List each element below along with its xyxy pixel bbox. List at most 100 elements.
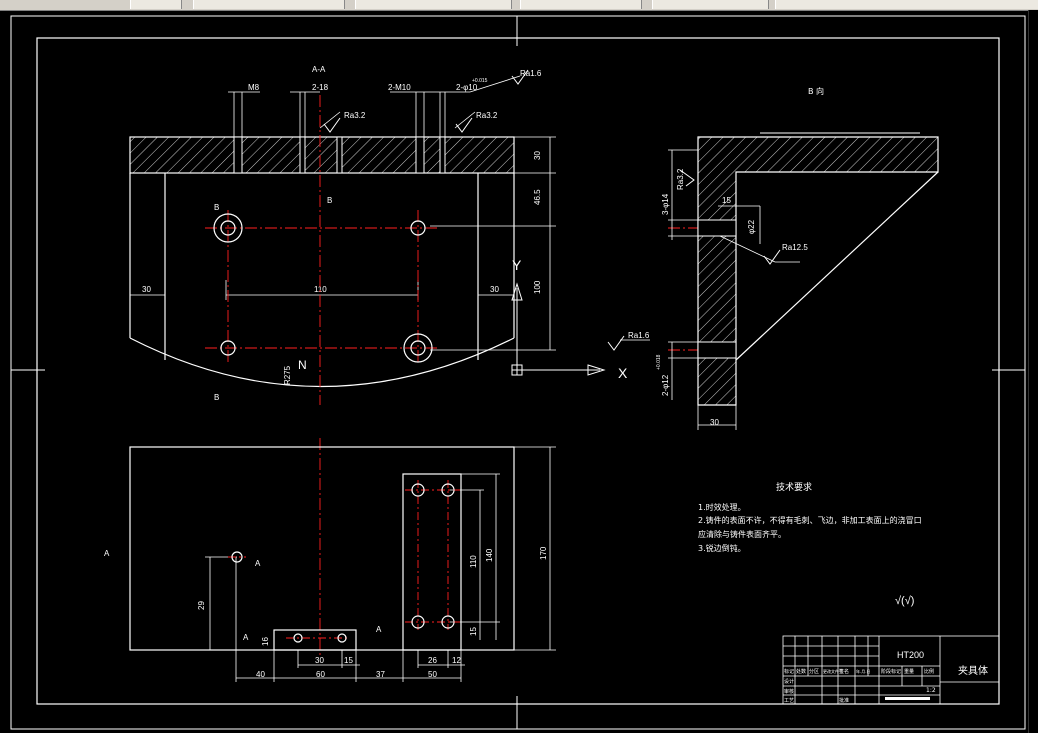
general-roughness: √(√) [895,595,914,607]
top-plate-section [129,136,515,174]
y-axis-label: Y [512,257,522,273]
dim-tolerance: +0.015 [472,78,488,84]
center-lines [205,95,735,655]
title-craft: 工艺 [784,698,794,704]
toolbar-tab[interactable] [193,0,345,9]
tech-req-line-4: 3.锐边倒钝。 [698,543,746,553]
title-check: 审核 [784,688,794,695]
b-label-top: B [214,203,219,212]
side-dim-tolerance: +0.018 [656,354,662,370]
side-hole-2 [697,341,737,359]
front-body-outline [129,173,515,387]
a-label-left: A [104,549,110,558]
toolbar-tab[interactable] [520,0,642,9]
view-b-label: B 向 [808,86,824,96]
dim-b40: 40 [256,670,265,679]
title-scale: 1:2 [926,687,936,694]
dim-b37: 37 [376,670,385,679]
dim-r110: 110 [469,555,478,568]
dim-c30: 30 [315,656,324,665]
roughness-symbol [763,249,781,265]
dim-2-m10: 2-M10 [388,83,411,92]
dim-r170: 170 [539,546,548,560]
tech-req-line-3: 应清除与铸件表面齐平。 [698,529,786,539]
title-row-date: 年.月.日 [856,668,871,674]
title-block-grid [782,635,1000,705]
ucs-icon [511,282,606,376]
dim-r26: 26 [428,656,437,665]
roughness-ra3-2b: Ra3.2 [476,111,498,120]
tech-req-title: 技术要求 [776,481,812,493]
side-ra3-2: Ra3.2 [676,168,685,190]
side-hole-1 [697,219,737,237]
toolbar-tab[interactable] [130,0,182,9]
roughness-symbol [679,169,695,187]
dim-m8: M8 [248,83,260,92]
plan-center-lines [228,480,460,639]
title-scale-label: 比例 [924,668,934,675]
roughness-symbol [323,117,341,133]
dim-hole-span: 110 [314,285,327,294]
a-label-bottom1: A [243,633,249,642]
dim-r12: 12 [452,656,461,665]
dim-h100: 100 [533,280,542,294]
title-row-mark: 标记 [784,668,794,675]
title-approve: 批准 [839,697,849,704]
vertical-scrollbar[interactable] [1028,10,1038,733]
b-label-center: B [327,196,332,205]
side-rib [735,171,939,361]
title-row-change: 更改文件号 [823,668,843,674]
a-label-point: A [255,559,261,568]
tech-req-line-1: 1.时效处理。 [698,502,746,512]
dim-left30: 30 [142,285,151,294]
plate-hole-cuts [233,136,446,174]
title-material: HT200 [897,650,924,660]
side-dim-phi22: φ22 [747,219,756,234]
side-view-section [697,136,939,406]
outer-frame [10,15,1026,730]
dim-2-18: 2-18 [312,83,329,92]
dim-r140: 140 [485,548,494,562]
side-dim-15: 15 [722,196,731,205]
application-toolbar [0,0,1038,11]
dim-b60: 60 [316,670,325,679]
title-row-count: 处数 [796,668,806,675]
b-label-bottom: B [214,393,219,402]
tech-req-line-2: 2.铸件的表面不许，不得有毛刺、飞边，非加工表面上的浇冒口 [698,515,922,525]
toolbar-tab[interactable] [775,0,1038,9]
dim-v16: 16 [261,637,270,646]
dim-b50: 50 [428,670,437,679]
dim-2-phi10: 2-φ10 [456,83,478,92]
title-weight-label: 重量 [904,668,914,675]
a-label-bottom2: A [376,625,382,634]
side-dim-phi14: 3-φ14 [661,193,670,215]
title-designer: 设计 [784,678,794,685]
dim-right30: 30 [490,285,499,294]
toolbar-tab[interactable] [355,0,512,9]
title-row-sign: 签名 [839,668,849,675]
side-dim-30: 30 [710,418,719,427]
plan-dimension-lines [205,446,556,682]
roughness-symbol [455,117,473,133]
dim-h30: 30 [533,151,542,160]
dim-radius: R275 [283,365,292,385]
dim-r15: 15 [469,627,478,636]
dim-h46: 46.5 [533,189,542,205]
n-label: N [298,358,307,372]
dim-v29: 29 [197,601,206,610]
title-row-zone: 分区 [809,668,819,675]
section-aa-label: A-A [312,65,326,74]
front-holes [213,213,433,363]
top-dimension-leaders [228,75,521,137]
dim-c15: 15 [344,656,353,665]
cad-drawing-canvas[interactable]: A-A M8 2-18 2-M10 2-φ10 +0.015 Ra1.6 Ra3… [0,10,1029,733]
toolbar-tab[interactable] [652,0,769,9]
side-ra12-5: Ra12.5 [782,243,808,252]
plan-outline [129,446,515,651]
roughness-ra3-2: Ra3.2 [344,111,366,120]
side-dim-phi12: 2-φ12 [661,374,670,396]
title-bar [885,697,930,700]
plan-holes [231,483,455,643]
side-ra1-6: Ra1.6 [628,331,650,340]
roughness-ra1-6: Ra1.6 [520,69,542,78]
